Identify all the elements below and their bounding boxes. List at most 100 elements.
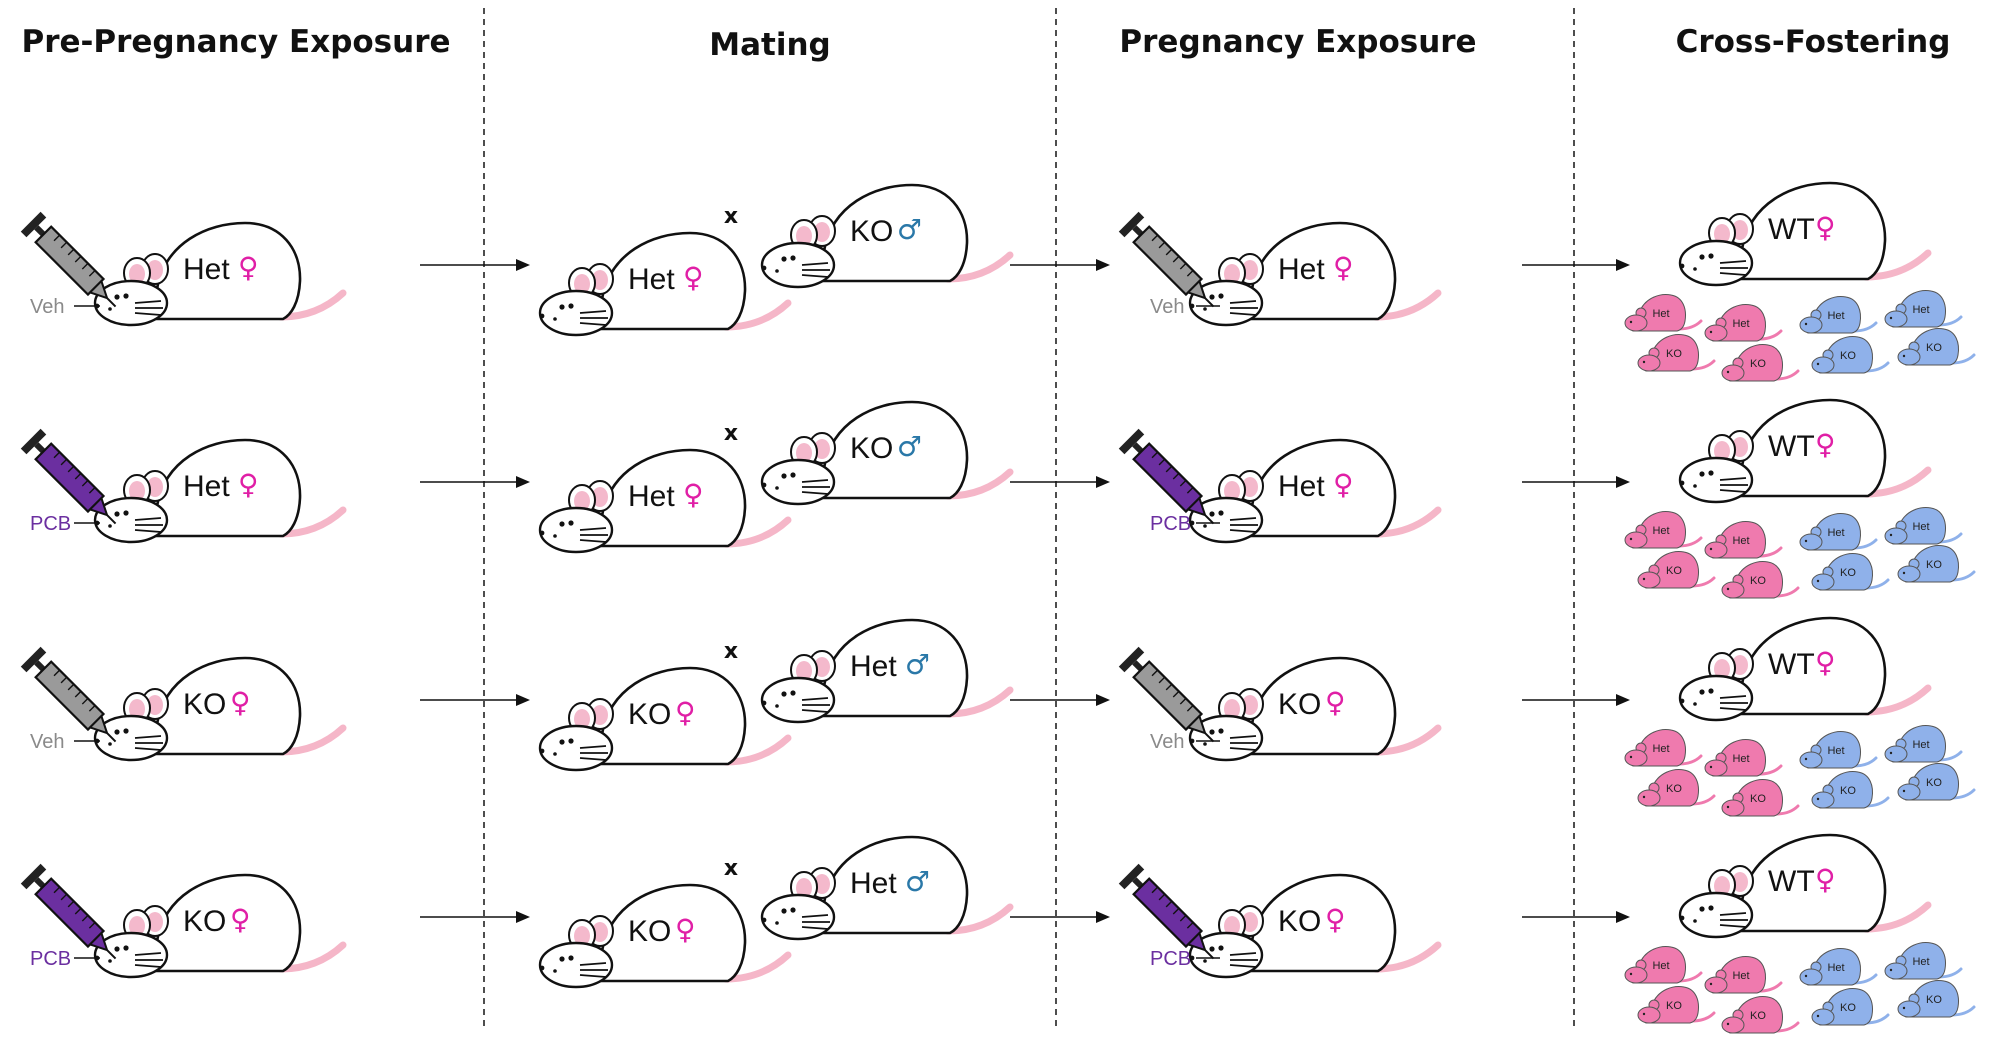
mouse-nose [1189, 520, 1195, 526]
mouse-genotype-label: KO [850, 432, 893, 465]
syringe-barrel [34, 225, 106, 297]
mouse-whiskers [1229, 735, 1258, 751]
mouse-mouth [775, 921, 779, 925]
pup-head [1721, 364, 1745, 382]
mouse-whiskers [134, 952, 163, 968]
pup-eye [1804, 757, 1808, 761]
mouse-ear-inner [129, 916, 145, 936]
dam-mouse-mating: Het♀ [538, 448, 792, 554]
syringe-tick [74, 255, 82, 263]
pup-icon: Het [1884, 507, 1963, 545]
pup-icon: Het [1799, 296, 1878, 334]
syringe-needle [1204, 949, 1215, 960]
pup-genotype-label: KO [1840, 785, 1856, 797]
sire-mouse: KO♂ [760, 183, 1014, 289]
sex-symbol: ♀ [1333, 468, 1354, 501]
mouse-whiskers [1229, 517, 1258, 533]
pup-genotype-label: KO [1840, 350, 1856, 362]
mouse-ear-inner [814, 874, 830, 894]
mouse-eye [1699, 254, 1705, 260]
pup-icon: Het [1704, 304, 1783, 342]
foster-dam-mouse: WT♀ [1678, 616, 1932, 722]
cross-symbol: x [724, 639, 738, 664]
mouse-nose [1679, 480, 1685, 486]
mouse-whiskers [1719, 260, 1748, 276]
syringe-tick [1172, 472, 1180, 480]
pup-eye [1629, 320, 1633, 324]
sex-symbol: ♀ [675, 696, 696, 729]
syringe-tick [1179, 697, 1187, 705]
pup-head [1624, 966, 1648, 984]
mouse-whiskers [579, 527, 608, 543]
pup-eye [1709, 330, 1713, 334]
dam-mouse-pregnancy: Het♀ [1188, 438, 1442, 544]
syringe-tip [1186, 279, 1207, 300]
mouse-genotype-label: Het [850, 650, 897, 683]
syringe-tick [1151, 451, 1159, 459]
syringe-tip [88, 496, 109, 517]
pup-head [1897, 783, 1921, 801]
sex-symbol: ♀ [238, 251, 259, 284]
exposure-label-pregnancy: PCB [1150, 513, 1191, 535]
arrow-head [516, 694, 530, 706]
dam-mouse-pre: KO♀ [93, 656, 347, 762]
pup-genotype-label: KO [1926, 559, 1942, 571]
syringe-needle [106, 297, 117, 308]
mouse-body [123, 221, 302, 321]
mouse-nose [761, 917, 767, 923]
mouse-whiskers [134, 517, 163, 533]
mouse-ear-inner [1224, 916, 1240, 936]
syringe-barrel [1132, 877, 1204, 949]
pup-head [1704, 976, 1728, 994]
mouse-nose [539, 965, 545, 971]
syringe-tick [74, 472, 82, 480]
pup-head [1811, 356, 1835, 374]
pup-icon: KO [1721, 779, 1800, 817]
mouse-whiskers [134, 300, 163, 316]
mouse-genotype-label: KO [628, 915, 671, 948]
syringe-needle [1204, 297, 1215, 308]
exposure-label-pregnancy: PCB [1150, 948, 1191, 970]
mouse-eye [559, 304, 565, 310]
pup-genotype-label: KO [1666, 783, 1682, 795]
syringe-tick [1179, 479, 1187, 487]
syringe-plunger-cap [1118, 428, 1145, 455]
syringe-tick [1158, 458, 1166, 466]
pup-eye [1726, 805, 1730, 809]
syringe-tick [1186, 921, 1194, 929]
pup-genotype-label: Het [1652, 525, 1669, 537]
mouse-eye [1209, 511, 1215, 517]
syringe-plunger-cap [20, 211, 47, 238]
mouse-body [568, 231, 747, 331]
mouse-genotype-label: KO [628, 698, 671, 731]
sex-symbol: ♀ [683, 478, 704, 511]
pup-eye [1902, 571, 1906, 575]
mouse-nose [761, 700, 767, 706]
mouse-mouth [775, 704, 779, 708]
syringe-tick [53, 451, 61, 459]
pup-genotype-label: KO [1840, 567, 1856, 579]
pup-genotype-label: Het [1912, 521, 1929, 533]
sex-symbol: ♀ [675, 913, 696, 946]
pup-icon: KO [1811, 553, 1890, 591]
mouse-ear-inner [147, 260, 163, 280]
pup-genotype-label: Het [1652, 960, 1669, 972]
syringe-tick [74, 690, 82, 698]
mouse-whiskers [801, 479, 830, 495]
mouse-eye [123, 510, 129, 516]
foster-dam-mouse: WT♀ [1678, 833, 1932, 939]
pup-eye [1709, 982, 1713, 986]
pup-icon: Het [1884, 290, 1963, 328]
mouse-ear-inner [814, 657, 830, 677]
mouse-genotype-label: Het [1278, 253, 1325, 286]
syringe-tick [1151, 669, 1159, 677]
mouse-mouth [1693, 919, 1697, 923]
syringe-tick [1151, 234, 1159, 242]
mouse-ear-inner [592, 705, 608, 725]
mouse-mouth [553, 317, 557, 321]
mouse-ear-inner [1242, 260, 1258, 280]
mouse-head [538, 506, 614, 554]
syringe-tick [67, 683, 75, 691]
